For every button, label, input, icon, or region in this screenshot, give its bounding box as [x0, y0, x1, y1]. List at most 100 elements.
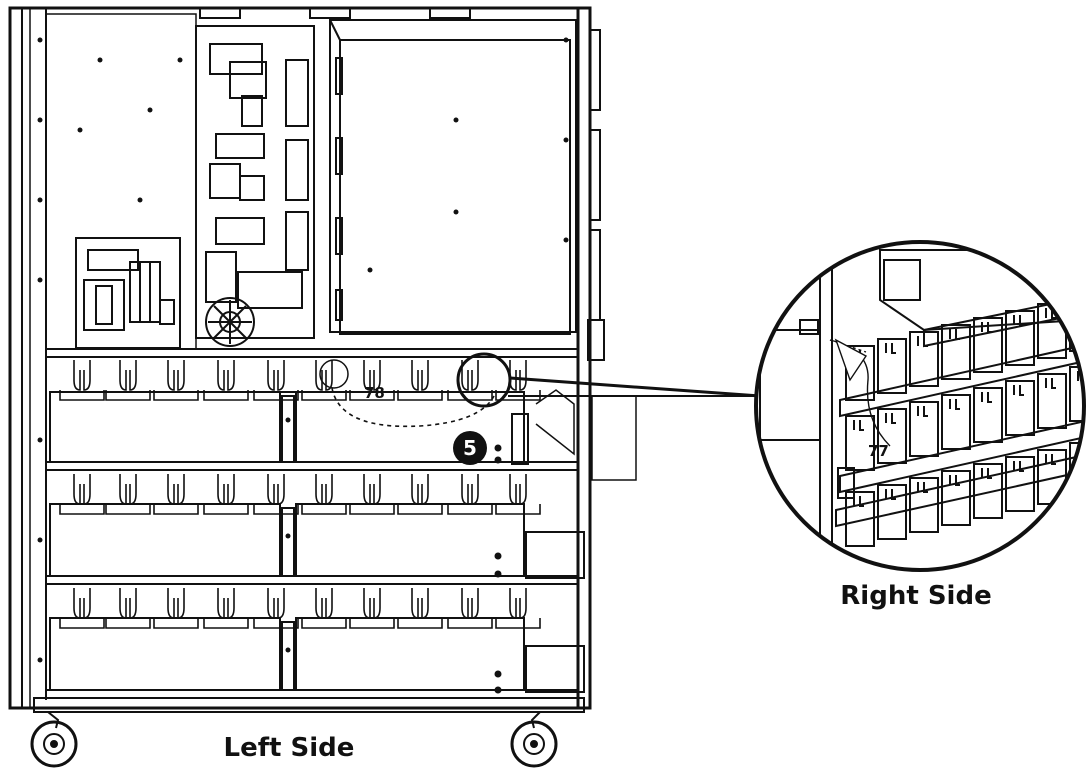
- caption-right-side: Right Side: [840, 581, 991, 611]
- battery-terminal-icon: [267, 360, 285, 391]
- battery-terminals: [59, 360, 541, 629]
- battery-terminal-icon: [981, 322, 992, 333]
- zoom-battery-block: [1005, 380, 1035, 436]
- battery-terminal-icon: [949, 475, 960, 486]
- battery-terminal-icon: [1045, 378, 1056, 389]
- zoom-battery-block: [941, 324, 971, 380]
- transformer-box: [329, 19, 577, 335]
- battery-tab: [447, 390, 493, 401]
- relay-plate: [195, 25, 315, 347]
- zoom-battery-block: [877, 484, 907, 540]
- zoom-battery-block: [973, 387, 1003, 443]
- battery-tab: [105, 618, 151, 629]
- fan-stack: [587, 29, 605, 361]
- cabinet-base: [33, 697, 585, 713]
- screw-dots: [37, 37, 569, 694]
- zoom-battery-block: [1037, 373, 1067, 429]
- control-board: [75, 237, 181, 349]
- battery-terminal-icon: [167, 588, 185, 619]
- battery-tab: [253, 504, 299, 515]
- battery-terminal-icon: [217, 360, 235, 391]
- step-badge: 5: [453, 431, 487, 465]
- step-number: 5: [463, 436, 477, 460]
- battery-terminal-icon: [885, 343, 896, 354]
- battery-terminal-icon: [411, 588, 429, 619]
- battery-terminal-icon: [917, 336, 928, 347]
- battery-tab: [203, 390, 249, 401]
- battery-terminal-icon: [509, 360, 527, 391]
- battery-terminal-icon: [509, 588, 527, 619]
- battery-terminal-icon: [411, 360, 429, 391]
- battery-terminal-icon: [217, 588, 235, 619]
- battery-shelf-1: [49, 391, 525, 463]
- battery-terminal-icon: [1013, 315, 1024, 326]
- zoom-battery-block: [941, 470, 971, 526]
- battery-terminal-icon: [1013, 385, 1024, 396]
- battery-terminal-icon: [981, 468, 992, 479]
- battery-terminal-icon: [73, 360, 91, 391]
- cable-callout-right: 77: [868, 442, 889, 460]
- cable-callout-left: 78: [364, 384, 385, 402]
- zoom-battery-block: [909, 401, 939, 457]
- caster-right: [510, 711, 558, 768]
- battery-tab: [447, 618, 493, 629]
- battery-tab: [397, 504, 443, 515]
- battery-terminal-icon: [1077, 301, 1084, 312]
- battery-terminal-icon: [167, 360, 185, 391]
- battery-tab: [349, 390, 395, 401]
- battery-terminal-icon: [853, 420, 864, 431]
- battery-terminal-icon: [461, 360, 479, 391]
- battery-tab: [253, 618, 299, 629]
- battery-terminal-icon: [981, 392, 992, 403]
- battery-tab: [59, 504, 105, 515]
- zoom-battery-block: [1005, 310, 1035, 366]
- zoom-battery-block: [941, 394, 971, 450]
- battery-terminal-icon: [363, 474, 381, 505]
- battery-terminal-icon: [885, 413, 896, 424]
- battery-terminal-icon: [119, 360, 137, 391]
- battery-terminal-icon: [917, 406, 928, 417]
- battery-tab: [447, 504, 493, 515]
- zoom-battery-block: [845, 415, 875, 471]
- battery-terminal-icon: [885, 489, 896, 500]
- battery-terminal-icon: [73, 474, 91, 505]
- battery-terminal-icon: [363, 360, 381, 391]
- zoom-battery-block: [877, 408, 907, 464]
- caster-left: [30, 711, 78, 768]
- battery-terminal-icon: [1045, 454, 1056, 465]
- battery-terminal-icon: [949, 329, 960, 340]
- leader-line-top: [509, 376, 761, 398]
- zoom-battery-block: [1069, 366, 1084, 422]
- battery-terminal-icon: [461, 588, 479, 619]
- battery-terminal-icon: [119, 588, 137, 619]
- battery-terminal-icon: [1077, 371, 1084, 382]
- battery-tab: [153, 390, 199, 401]
- battery-tab: [105, 504, 151, 515]
- battery-terminal-icon: [363, 588, 381, 619]
- battery-tab: [59, 618, 105, 629]
- battery-tab: [495, 618, 541, 629]
- battery-terminal-icon: [73, 588, 91, 619]
- battery-terminal-icon: [461, 474, 479, 505]
- battery-terminal-icon: [1013, 461, 1024, 472]
- battery-terminal-icon: [267, 474, 285, 505]
- zoom-battery-block: [973, 317, 1003, 373]
- battery-tab: [349, 504, 395, 515]
- battery-terminal-icon: [267, 588, 285, 619]
- battery-terminal-icon: [917, 482, 928, 493]
- battery-tab: [301, 504, 347, 515]
- battery-tab: [301, 390, 347, 401]
- battery-tab: [105, 390, 151, 401]
- battery-terminal-icon: [509, 474, 527, 505]
- battery-tab: [397, 618, 443, 629]
- battery-shelf-2: [49, 503, 585, 579]
- battery-terminal-icon: [119, 474, 137, 505]
- battery-tab: [153, 504, 199, 515]
- cable-entry-circle: [319, 359, 349, 389]
- battery-tab: [59, 390, 105, 401]
- zoom-battery-block: [845, 491, 875, 547]
- cabinet: [8, 6, 637, 713]
- battery-terminal-icon: [411, 474, 429, 505]
- battery-tab: [153, 618, 199, 629]
